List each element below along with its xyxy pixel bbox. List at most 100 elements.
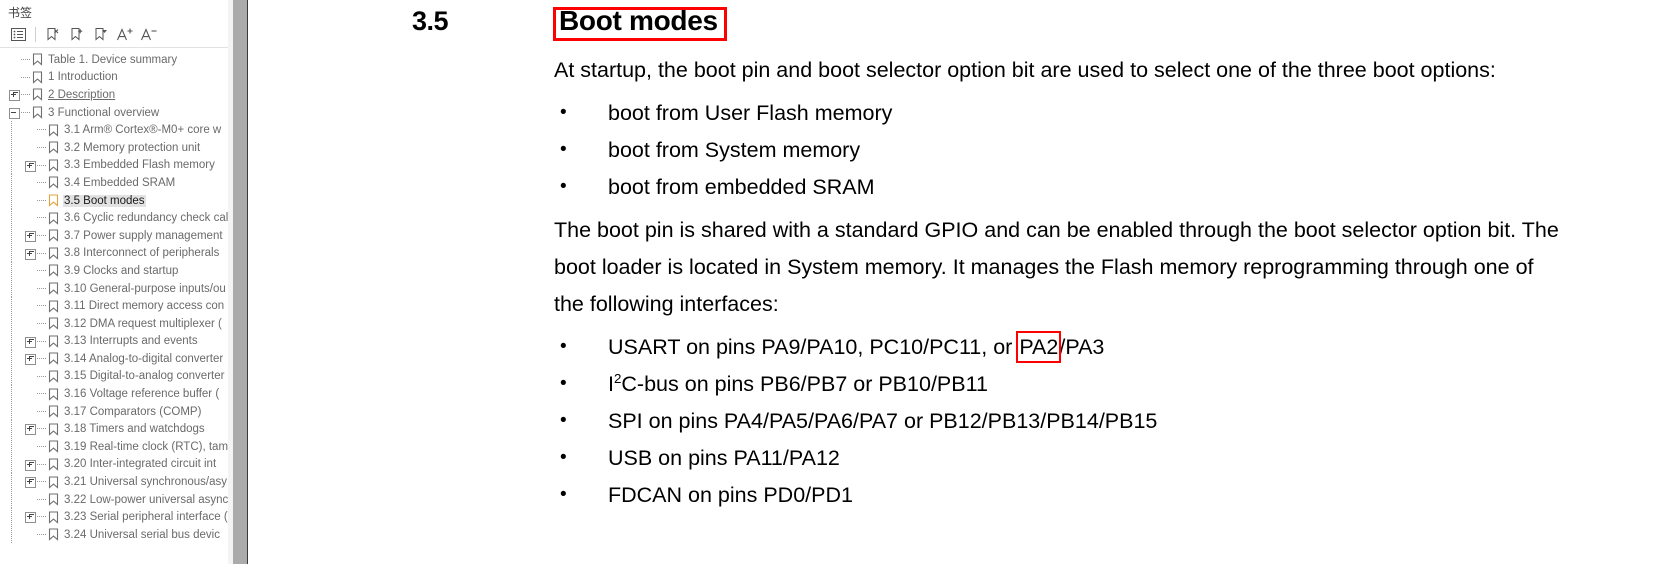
bookmark-icon (46, 475, 60, 489)
tree-connector (37, 438, 46, 456)
tree-indent (2, 209, 24, 227)
bookmark-panel-scrollbar[interactable] (228, 0, 248, 564)
bookmark-icon (46, 176, 60, 190)
bookmark-item[interactable]: 3.5 Boot modes (0, 191, 228, 210)
bookmark-item[interactable]: 3.21 Universal synchronous/asy (0, 473, 228, 491)
bookmark-item-label: 3.15 Digital-to-analog converter (64, 370, 225, 383)
bookmark-item[interactable]: 3.20 Inter-integrated circuit int (0, 455, 228, 474)
tree-spacer (8, 51, 21, 69)
expand-icon[interactable] (24, 157, 37, 175)
expand-icon[interactable] (24, 350, 37, 368)
i2c-pre: I (608, 372, 614, 396)
bookmark-item[interactable]: 3.19 Real-time clock (RTC), tam (0, 438, 228, 456)
font-increase-icon[interactable] (113, 24, 137, 46)
bookmark-icon (46, 282, 60, 296)
bookmark-icon (46, 123, 60, 137)
expand-icon[interactable] (24, 227, 37, 245)
bookmark-item-label: 3.5 Boot modes (63, 194, 146, 207)
bookmark-item[interactable]: 3.16 Voltage reference buffer ( (0, 385, 228, 403)
bookmark-item[interactable]: 1 Introduction (0, 69, 228, 87)
bookmark-item[interactable]: 3.4 Embedded SRAM (0, 174, 228, 192)
tree-indent (2, 420, 24, 439)
bookmark-icon (46, 194, 60, 208)
tree-spacer (24, 297, 37, 315)
expand-icon[interactable] (24, 473, 37, 491)
bookmark-item-label: 3.2 Memory protection unit (64, 141, 201, 154)
tree-connector (37, 315, 46, 333)
bookmark-item-label: 3.24 Universal serial bus devic (64, 528, 220, 541)
tree-indent (2, 402, 24, 421)
usart-suffix: /PA3 (1059, 335, 1105, 359)
expand-icon[interactable] (24, 420, 37, 438)
bookmark-item[interactable]: 3.17 Comparators (COMP) (0, 402, 228, 421)
bookmark-item-label: 1 Introduction (48, 71, 118, 84)
bookmark-item-label: 3.21 Universal synchronous/asy (64, 476, 227, 489)
bookmark-item[interactable]: 3.10 General-purpose inputs/ou (0, 279, 228, 298)
tree-indent (2, 121, 24, 139)
bookmark-icon (30, 88, 44, 102)
tree-spacer (24, 438, 37, 456)
usart-prefix: USART on pins PA9/PA10, PC10/PC11, or (608, 335, 1019, 359)
scrollbar-thumb[interactable] (233, 0, 247, 564)
document-page: 3.5 Boot modes At startup, the boot pin … (248, 0, 1674, 564)
bookmark-item[interactable]: 3.2 Memory protection unit (0, 138, 228, 157)
bookmark-options-icon[interactable] (89, 24, 113, 46)
expand-icon[interactable] (8, 86, 21, 104)
tree-indent (2, 332, 24, 351)
bookmark-icon (46, 299, 60, 313)
second-paragraph: The boot pin is shared with a standard G… (554, 218, 1559, 316)
bookmark-item[interactable]: 2 Description (0, 86, 228, 104)
bookmark-item-label: 3.13 Interrupts and events (64, 335, 198, 348)
document-body: At startup, the boot pin and boot select… (248, 52, 1674, 514)
bookmark-item[interactable]: 3.14 Analog-to-digital converter (0, 350, 228, 368)
bookmark-item-label: 3.12 DMA request multiplexer ( (64, 317, 222, 330)
bookmark-item[interactable]: 3.1 Arm® Cortex®-M0+ core w (0, 121, 228, 139)
bookmark-item[interactable]: 3.3 Embedded Flash memory (0, 156, 228, 175)
font-decrease-icon[interactable] (137, 24, 161, 46)
tree-connector (21, 86, 30, 104)
bookmark-item[interactable]: 3.6 Cyclic redundancy check cal (0, 209, 228, 227)
bookmark-item[interactable]: 3.23 Serial peripheral interface ( (0, 508, 228, 527)
i2c-superscript: 2 (613, 370, 622, 386)
bookmark-icon (46, 317, 60, 331)
bookmark-icon (46, 246, 60, 260)
bookmark-item[interactable]: 3.12 DMA request multiplexer ( (0, 314, 228, 333)
bookmark-item[interactable]: 3.9 Clocks and startup (0, 262, 228, 280)
bookmark-item[interactable]: Table 1. Device summary (0, 51, 228, 69)
list-view-icon[interactable] (6, 24, 30, 46)
expand-icon[interactable] (24, 456, 37, 474)
bookmark-item[interactable]: 3.13 Interrupts and events (0, 332, 228, 351)
bookmark-item-label: 3.1 Arm® Cortex®-M0+ core w (64, 124, 222, 137)
bookmark-item[interactable]: 3.11 Direct memory access con (0, 297, 228, 315)
tree-spacer (24, 139, 37, 157)
tree-indent (2, 367, 24, 386)
bookmark-item[interactable]: 3.24 Universal serial bus devic (0, 526, 228, 544)
bookmark-item[interactable]: 3.15 Digital-to-analog converter (0, 367, 228, 386)
bookmark-icon (46, 528, 60, 542)
tree-spacer (24, 262, 37, 280)
bookmark-toolbar (0, 22, 228, 48)
panel-title: 书签 (8, 6, 33, 20)
collapse-icon[interactable] (8, 104, 21, 122)
bookmark-delete-icon[interactable] (41, 24, 65, 46)
tree-indent (2, 385, 24, 403)
expand-icon[interactable] (24, 508, 37, 526)
bookmark-item[interactable]: 3.7 Power supply management (0, 226, 228, 245)
bookmark-icon (46, 405, 60, 419)
bookmark-item-label: 3.14 Analog-to-digital converter (64, 352, 224, 365)
bookmark-item[interactable]: 3.18 Timers and watchdogs (0, 420, 228, 439)
expand-icon[interactable] (24, 245, 37, 263)
tree-spacer (24, 280, 37, 298)
bookmark-tree[interactable]: Table 1. Device summary 1 Introduction 2 D… (0, 48, 228, 563)
bookmark-item[interactable]: 3.22 Low-power universal async (0, 490, 228, 509)
tree-indent (2, 191, 24, 210)
tree-spacer (24, 368, 37, 386)
bookmark-icon (46, 510, 60, 524)
bookmark-add-icon[interactable] (65, 24, 89, 46)
tree-connector (37, 350, 46, 368)
tree-indent (2, 244, 24, 263)
expand-icon[interactable] (24, 333, 37, 351)
bookmark-item[interactable]: 3 Functional overview (0, 104, 228, 122)
bookmark-item[interactable]: 3.8 Interconnect of peripherals (0, 244, 228, 263)
